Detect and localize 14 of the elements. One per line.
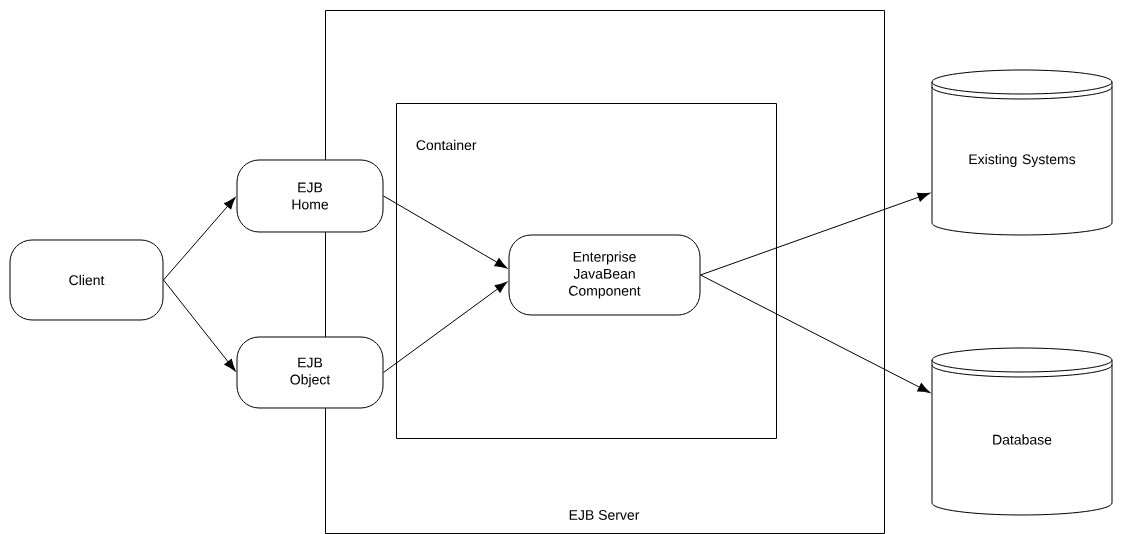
arrow: [163, 279, 236, 372]
arrow: [700, 192, 930, 276]
node-label: Existing Systems: [969, 153, 1076, 168]
cylinder: Existing Systems: [931, 69, 1113, 236]
arrow: [700, 274, 931, 393]
node-label: Database: [993, 434, 1052, 445]
arrow: [383, 281, 508, 373]
arrow: [383, 195, 508, 269]
cylinder: Database: [931, 347, 1113, 516]
process-box: Enterprise JavaBean Component: [508, 234, 701, 316]
arrow: [163, 197, 236, 281]
process-box: Client: [9, 239, 164, 321]
process-box: EJB Home: [236, 159, 384, 233]
process-box: EJB Object: [236, 336, 384, 409]
